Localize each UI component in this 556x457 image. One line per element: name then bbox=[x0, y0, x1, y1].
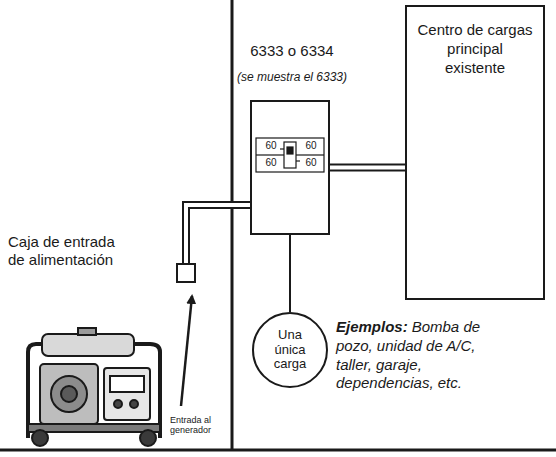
connector-inner bbox=[186, 205, 250, 263]
main-panel-box: Centro de cargas principal existente bbox=[405, 5, 545, 300]
conduit-connector bbox=[290, 235, 291, 312]
examples-heading: Ejemplos: bbox=[336, 318, 408, 335]
circle-shape bbox=[253, 313, 327, 387]
conduit-connector bbox=[330, 167, 405, 168]
breaker-panel bbox=[256, 138, 324, 172]
connector-line bbox=[186, 205, 250, 263]
breaker-rating: 60 bbox=[258, 140, 284, 151]
examples-note: Ejemplos:Bomba de pozo, unidad de A/C, t… bbox=[336, 318, 506, 393]
generator bbox=[28, 328, 160, 446]
model-heading: 6333 o 6334 bbox=[212, 42, 372, 59]
panel-label: Centro de cargas principal existente bbox=[417, 21, 533, 77]
inlet-arrow bbox=[181, 296, 192, 406]
inlet-box: Caja de entrada de alimentación bbox=[176, 263, 196, 283]
breaker-rating: 60 bbox=[298, 157, 324, 168]
breaker-rating: 60 bbox=[298, 140, 324, 151]
connector-line bbox=[289, 235, 291, 312]
ground-line bbox=[0, 449, 556, 452]
connector-inner bbox=[330, 166, 405, 170]
load-label: Una única carga bbox=[265, 328, 315, 373]
connector-line bbox=[330, 164, 405, 172]
transfer-switch-box: 6333 o 6334(se muestra el 6333) bbox=[250, 100, 330, 235]
model-note: (se muestra el 6333) bbox=[212, 70, 372, 84]
load-circle: Una única carga bbox=[252, 312, 328, 388]
inlet-label: Caja de entrada de alimentación bbox=[8, 233, 126, 269]
wall-line bbox=[231, 0, 234, 450]
inlet-caption: Entrada al generador bbox=[170, 415, 224, 436]
breaker-rating: 60 bbox=[258, 157, 284, 168]
conduit-connector bbox=[186, 205, 250, 263]
